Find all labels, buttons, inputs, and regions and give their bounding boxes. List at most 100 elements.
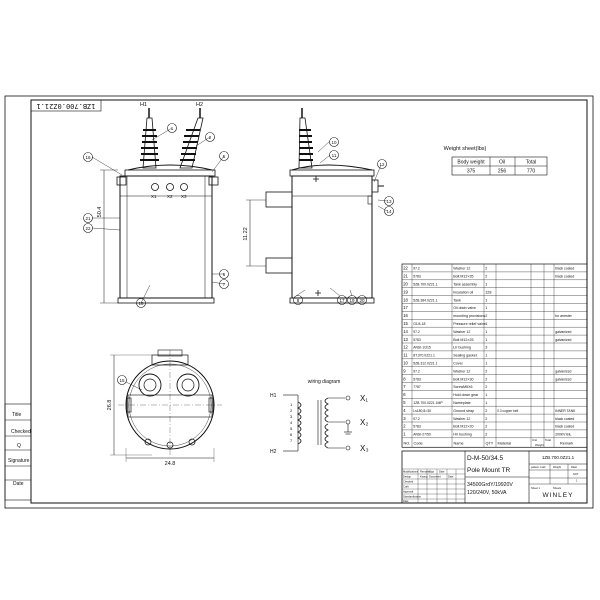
bom-header-qty: QTY: [486, 442, 494, 446]
bom-cell-no: 2: [403, 424, 406, 429]
bom-cell-qty: 2: [485, 267, 487, 271]
bom-cell-name: Washer 12: [453, 267, 470, 271]
bom-cell-qty: 2: [485, 377, 487, 381]
tb-name: Pole Mount TR: [467, 467, 511, 474]
balloon-22: 22: [83, 223, 93, 233]
rotated-drawing-number: 1ZB.700.0Z21.1: [30, 99, 102, 112]
svg-text:21: 21: [85, 216, 91, 221]
svg-text:8: 8: [297, 298, 300, 303]
svg-text:12: 12: [379, 162, 385, 167]
svg-text:16: 16: [85, 155, 91, 160]
hv-bushing-right: [179, 108, 204, 169]
bom-cell-name: Hold down gear: [453, 393, 479, 397]
bom-cell-qty: 2: [485, 275, 487, 279]
svg-text:18: 18: [138, 301, 144, 306]
svg-text:11: 11: [332, 153, 337, 158]
tb-row-modifications: Modifications: [403, 470, 419, 474]
balloon-21: 21: [83, 213, 93, 223]
drawing-number-rotated: 1ZB.700.0Z21.1: [36, 102, 95, 110]
bom-cell-name: Washer 12: [453, 417, 470, 421]
tb-sheet-of: Sheet 1: [531, 486, 540, 490]
bom-cell-name: mounting provisions: [453, 314, 485, 318]
balloon-20: 20: [357, 295, 367, 305]
balloon-15: 15: [117, 375, 127, 385]
svg-text:19: 19: [349, 298, 355, 303]
tb-weight: Weight: [553, 465, 561, 469]
bom-cell-code: 97.2: [413, 330, 420, 334]
bom-cell-code: 1ZB.700.0Z21.1MP: [413, 401, 443, 405]
ws-value-body: 375: [467, 169, 476, 175]
svg-text:1: 1: [290, 402, 293, 407]
bom-cell-no: 15: [403, 321, 408, 326]
bom-cell-no: 7: [403, 384, 406, 389]
balloon-1: 1: [167, 123, 177, 133]
balloon-17: 17: [337, 295, 347, 305]
bom-cell-qty: 1: [485, 393, 487, 397]
svg-text:17: 17: [339, 298, 345, 303]
hv-bushing-side: [298, 108, 313, 169]
bom-cell-no: 21: [403, 274, 408, 279]
balloon-6: 6: [219, 269, 229, 279]
bom-cell-qty: 1: [485, 401, 487, 405]
tb-col-date: Date: [439, 470, 445, 474]
balloon-8: 8: [293, 295, 303, 305]
svg-text:6: 6: [290, 432, 293, 437]
side-label-title: Title: [12, 412, 21, 418]
tb-company: WINLEY: [543, 492, 574, 499]
weight-sheet: Weight sheet(lbs) Body weight Oil Total …: [444, 146, 548, 176]
bom-cell-name: ScrewM6X6: [453, 385, 472, 389]
dim-bracket-spacing: 11.22: [243, 227, 249, 240]
bom-cell-code: 5783: [413, 338, 421, 342]
balloon-10: 10: [329, 137, 339, 147]
bom-cell-remark: INNER TANK: [555, 409, 576, 413]
tb-col-sign: Sign: [429, 470, 435, 474]
svg-text:1: 1: [171, 126, 174, 131]
bom-cell-qty: 2: [485, 417, 487, 421]
svg-text:7: 7: [290, 438, 293, 443]
bom-cell-no: 11: [403, 353, 408, 358]
bom-cell-code: 5ZB.312.0Z21.1: [413, 361, 437, 365]
bom-cell-code: 7787: [413, 385, 421, 389]
x1-label: X1: [151, 194, 157, 199]
h1-label: H1: [140, 102, 147, 108]
bom-header-name: Name: [454, 442, 464, 446]
bom-header-remark: Remark: [560, 442, 573, 446]
bom-header-unit: Unit: [532, 438, 537, 442]
bom-cell-no: 6: [403, 392, 406, 397]
balloons: 1 2 5 16 21 22 6 7 18 10 11 12 13 14 8 1…: [83, 123, 394, 385]
svg-text:13: 13: [386, 199, 392, 204]
bom-cell-code: 5ZB.700.0Z21.1: [413, 282, 437, 286]
ws-header-body: Body weight: [457, 160, 485, 166]
hv-bushing-left: [140, 108, 159, 169]
tb-row-date: Date: [403, 499, 409, 503]
bom-cell-no: 22: [403, 266, 408, 271]
svg-text:5: 5: [223, 154, 226, 159]
balloon-12: 12: [377, 159, 387, 169]
svg-text:2: 2: [209, 135, 212, 140]
front-view: H1 H2 X1 X2 X3 50.4: [91, 102, 225, 304]
bom-cell-qty: 1: [485, 330, 487, 334]
svg-text:6: 6: [223, 272, 226, 277]
tb-ratio: Ratio: [571, 465, 578, 469]
bom-cell-code: 8T.370.0Z21.1: [413, 354, 435, 358]
dim-plan-depth: 26.8: [107, 400, 113, 411]
side-label-date: Date: [13, 481, 24, 487]
wiring-title: wiring diagram: [308, 379, 341, 385]
bom-cell-name: Ground strap: [453, 409, 474, 413]
wiring-x1: X₁: [360, 394, 368, 403]
tb-spec1: 34500GrdY/19920V: [467, 482, 513, 488]
bom-cell-remark: galvanized: [555, 369, 571, 373]
side-label-strip: Title Checked Q Signature Date: [4, 403, 32, 501]
bom-cell-name: Tank: [453, 298, 461, 302]
bom-cell-no: 10: [403, 360, 408, 365]
bom-cell-name: Sealing gasket: [453, 354, 477, 358]
title-block: Modifications Remarks Design Checked Cra…: [401, 450, 588, 504]
